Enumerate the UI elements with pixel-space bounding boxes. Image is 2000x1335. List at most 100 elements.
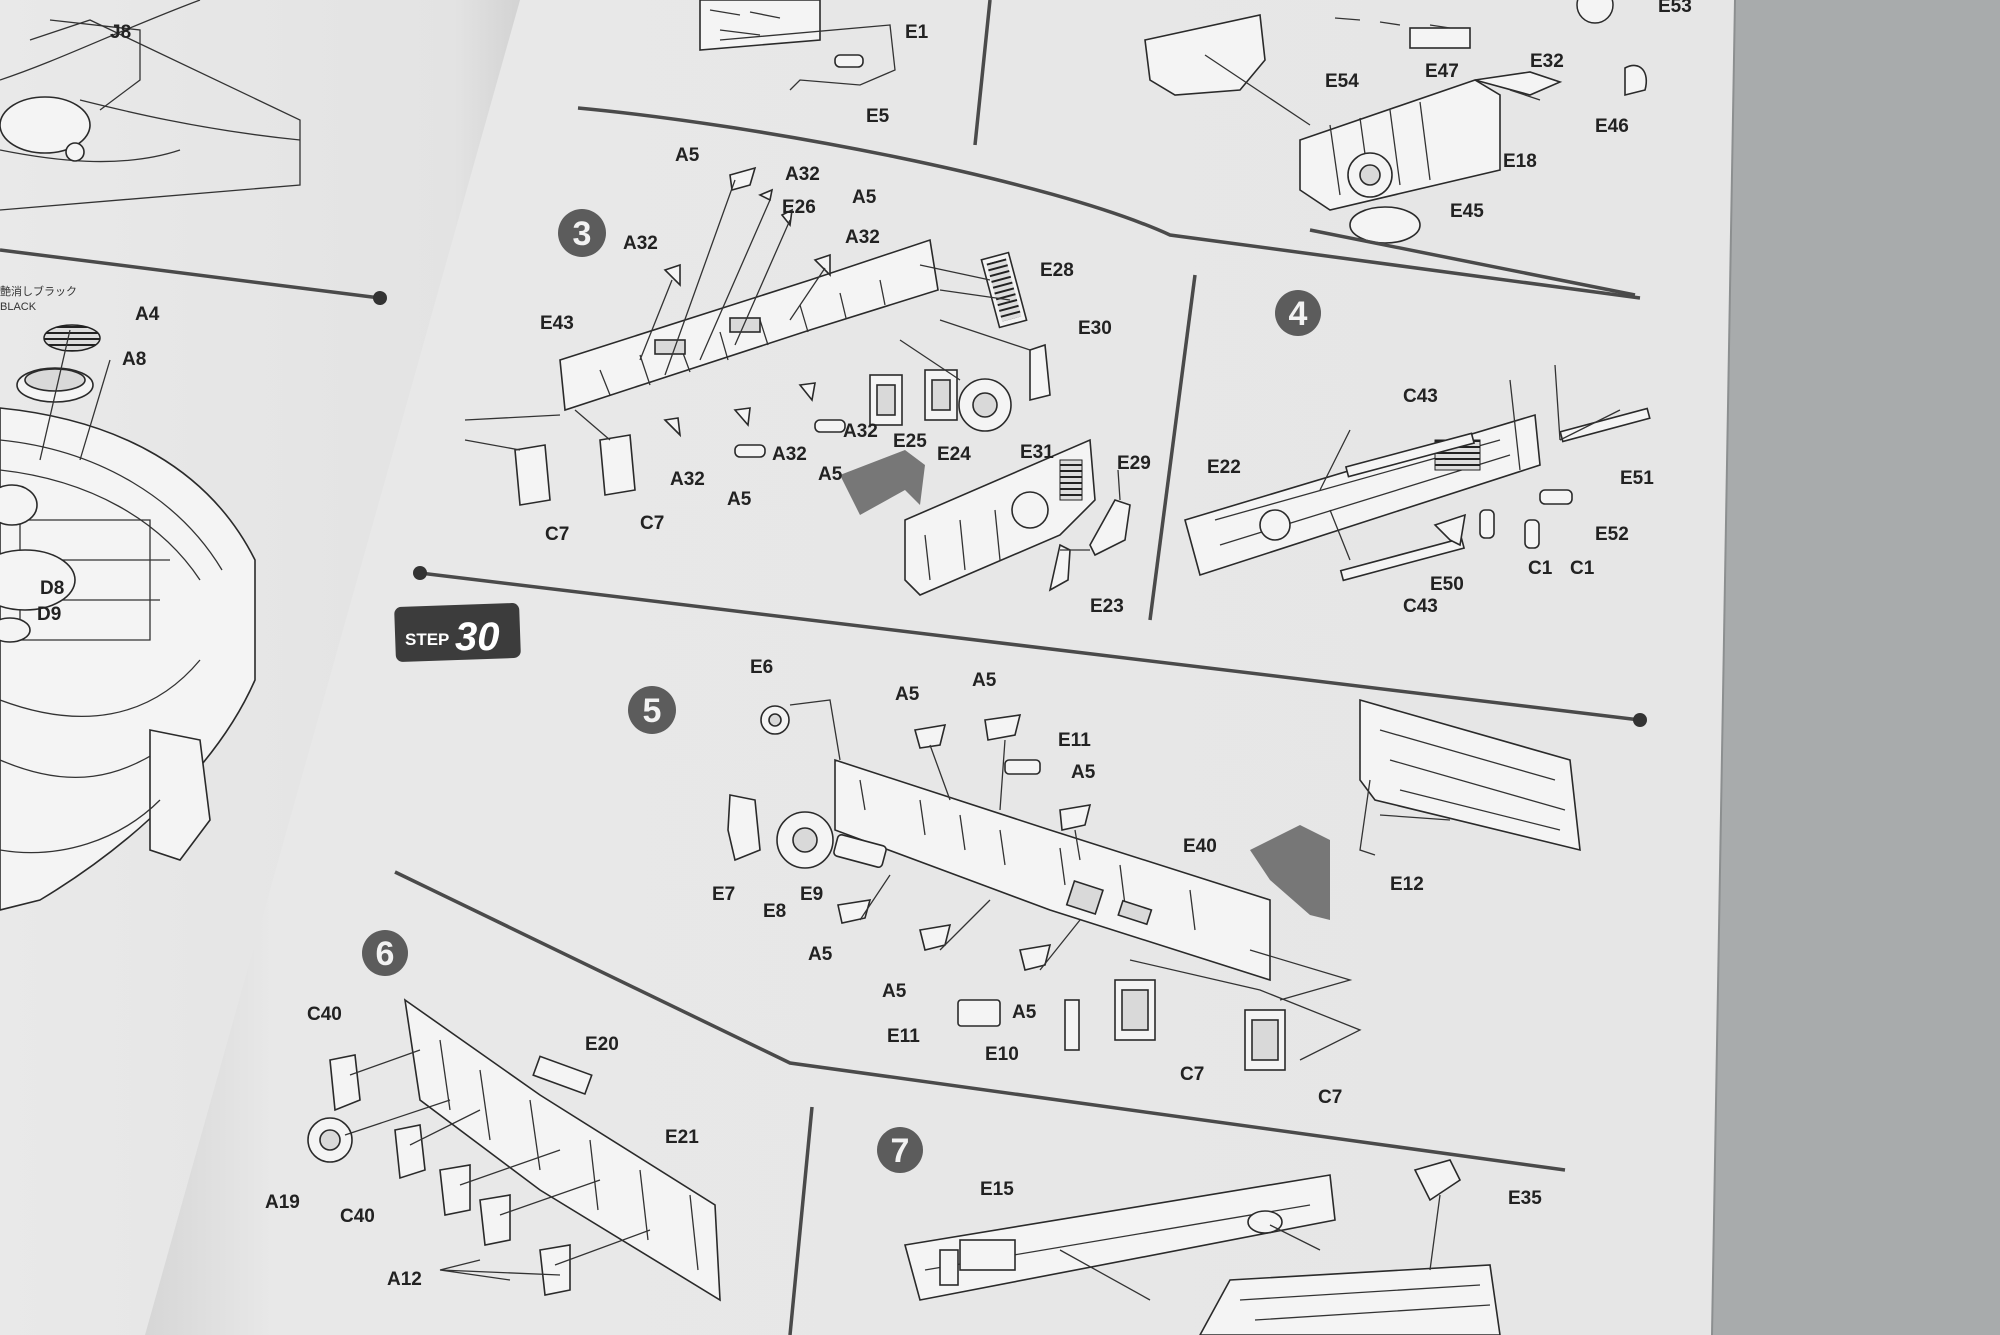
label-3-a32d: A32: [843, 421, 878, 442]
right-page: [145, 0, 1735, 1335]
part-label-d8: D8: [40, 578, 64, 599]
label-6-e20: E20: [585, 1034, 619, 1055]
label-5-e7: E7: [712, 884, 735, 905]
badge-5: [628, 686, 676, 734]
subassembly-7: 7 E15 E35: [877, 1127, 1542, 1335]
panel-e40: [834, 758, 1271, 982]
badge-6-number: 6: [376, 935, 395, 973]
label-4-e52: E52: [1595, 524, 1629, 545]
label-3-a5b: A5: [852, 187, 877, 208]
part-label-e46: E46: [1595, 116, 1629, 137]
step-word: STEP: [405, 630, 449, 649]
part-label-e53: E53: [1658, 0, 1692, 17]
part-label-e32: E32: [1530, 51, 1564, 72]
label-3-a5d: A5: [727, 489, 752, 510]
badge-4: [1275, 290, 1321, 336]
result-panel-3: [904, 438, 1096, 596]
label-6-a19: A19: [265, 1192, 300, 1213]
label-3-e28: E28: [1040, 260, 1074, 281]
label-4-e50: E50: [1430, 574, 1464, 595]
part-label-e47: E47: [1425, 61, 1459, 82]
label-3-e26: E26: [782, 197, 816, 218]
label-3-a32b: A32: [845, 227, 880, 248]
subassembly-3: 3 A5: [464, 145, 1151, 617]
step-separator: [419, 571, 1641, 722]
badge-3: [558, 209, 606, 257]
step-number: 30: [455, 615, 500, 659]
label-5-a5b: A5: [972, 670, 997, 691]
label-5-e8: E8: [763, 901, 786, 922]
label-4-e51: E51: [1620, 468, 1654, 489]
part-label-a8: A8: [122, 349, 146, 370]
subassembly-4: 4 C43 E22 E51 E52 C1 C1 E50 C43: [1184, 290, 1654, 617]
label-6-a12: A12: [387, 1269, 422, 1290]
panel-6: [403, 998, 721, 1302]
label-6-c40: C40: [307, 1004, 342, 1025]
label-6-c40b: C40: [340, 1206, 375, 1227]
part-label-e18: E18: [1503, 151, 1537, 172]
label-5-e11b: E11: [887, 1026, 920, 1047]
label-3-a5c: A5: [818, 464, 843, 485]
label-3-e29: E29: [1117, 453, 1151, 474]
badge-3-number: 3: [573, 215, 592, 253]
left-page: [0, 0, 535, 1335]
grille-part-a4: [43, 324, 101, 352]
label-4-c1b: C1: [1570, 558, 1595, 579]
label-7-e35: E35: [1508, 1188, 1542, 1209]
label-5-a5e: A5: [882, 981, 907, 1002]
label-4-c43: C43: [1403, 386, 1438, 407]
label-5-a5d: A5: [808, 944, 833, 965]
part-label-a4: A4: [135, 304, 160, 325]
arrow-up: [1250, 825, 1330, 920]
label-3-a32e: A32: [772, 444, 807, 465]
label-7-e15: E15: [980, 1179, 1014, 1200]
step-30-badge: STEP 30: [394, 603, 521, 662]
label-4-c1: C1: [1528, 558, 1553, 579]
badge-6: [362, 930, 408, 976]
label-3-e30: E30: [1078, 318, 1112, 339]
label-3-e23: E23: [1090, 596, 1124, 617]
label-5-e12: E12: [1390, 874, 1424, 895]
badge-5-number: 5: [643, 692, 662, 730]
label-3-a5: A5: [675, 145, 700, 166]
result-panel-5: [1359, 698, 1581, 852]
part-label-d9: D9: [37, 604, 61, 625]
part-label-e1: E1: [905, 22, 929, 43]
label-5-e10: E10: [985, 1044, 1019, 1065]
label-3-e24: E24: [937, 444, 971, 465]
top-fragment-left: E1 E5: [699, 0, 992, 146]
label-3-a32f: A32: [670, 469, 705, 490]
label-5-a5f: A5: [1012, 1002, 1037, 1023]
label-5-e6: E6: [750, 657, 773, 678]
paint-note-en: BLACK: [0, 301, 37, 313]
badge-7: [877, 1127, 923, 1173]
label-3-c7b: C7: [640, 513, 664, 534]
label-3-c7: C7: [545, 524, 569, 545]
label-4-c43b: C43: [1403, 596, 1438, 617]
label-5-e9: E9: [800, 884, 823, 905]
label-5-c7: C7: [1180, 1064, 1204, 1085]
separator-top: [577, 106, 1641, 300]
badge-7-number: 7: [891, 1132, 910, 1170]
label-5-e11: E11: [1058, 730, 1091, 751]
badge-4-number: 4: [1289, 295, 1308, 333]
label-3-e43: E43: [540, 313, 574, 334]
part-label-e45: E45: [1450, 201, 1484, 222]
part-label-j8: J8: [110, 22, 131, 43]
part-label-e5: E5: [866, 106, 890, 127]
label-4-e22: E22: [1207, 457, 1241, 478]
top-fragment-right: E53 E54 E47 E32 E46 E18 E45: [1144, 0, 1692, 297]
subassembly-5: 5 E6 A5 A5 E11 A5 E40: [628, 657, 1581, 1108]
arrow-down: [840, 450, 925, 515]
label-5-a5c: A5: [1071, 762, 1096, 783]
label-3-e31: E31: [1020, 442, 1054, 463]
part-label-e54: E54: [1325, 71, 1359, 92]
label-5-c7b: C7: [1318, 1087, 1342, 1108]
label-3-a32c: A32: [623, 233, 658, 254]
label-6-e21: E21: [665, 1127, 699, 1148]
label-5-e40: E40: [1183, 836, 1217, 857]
label-5-a5: A5: [895, 684, 920, 705]
paint-note-jp: 艶消しブラック: [0, 284, 77, 298]
